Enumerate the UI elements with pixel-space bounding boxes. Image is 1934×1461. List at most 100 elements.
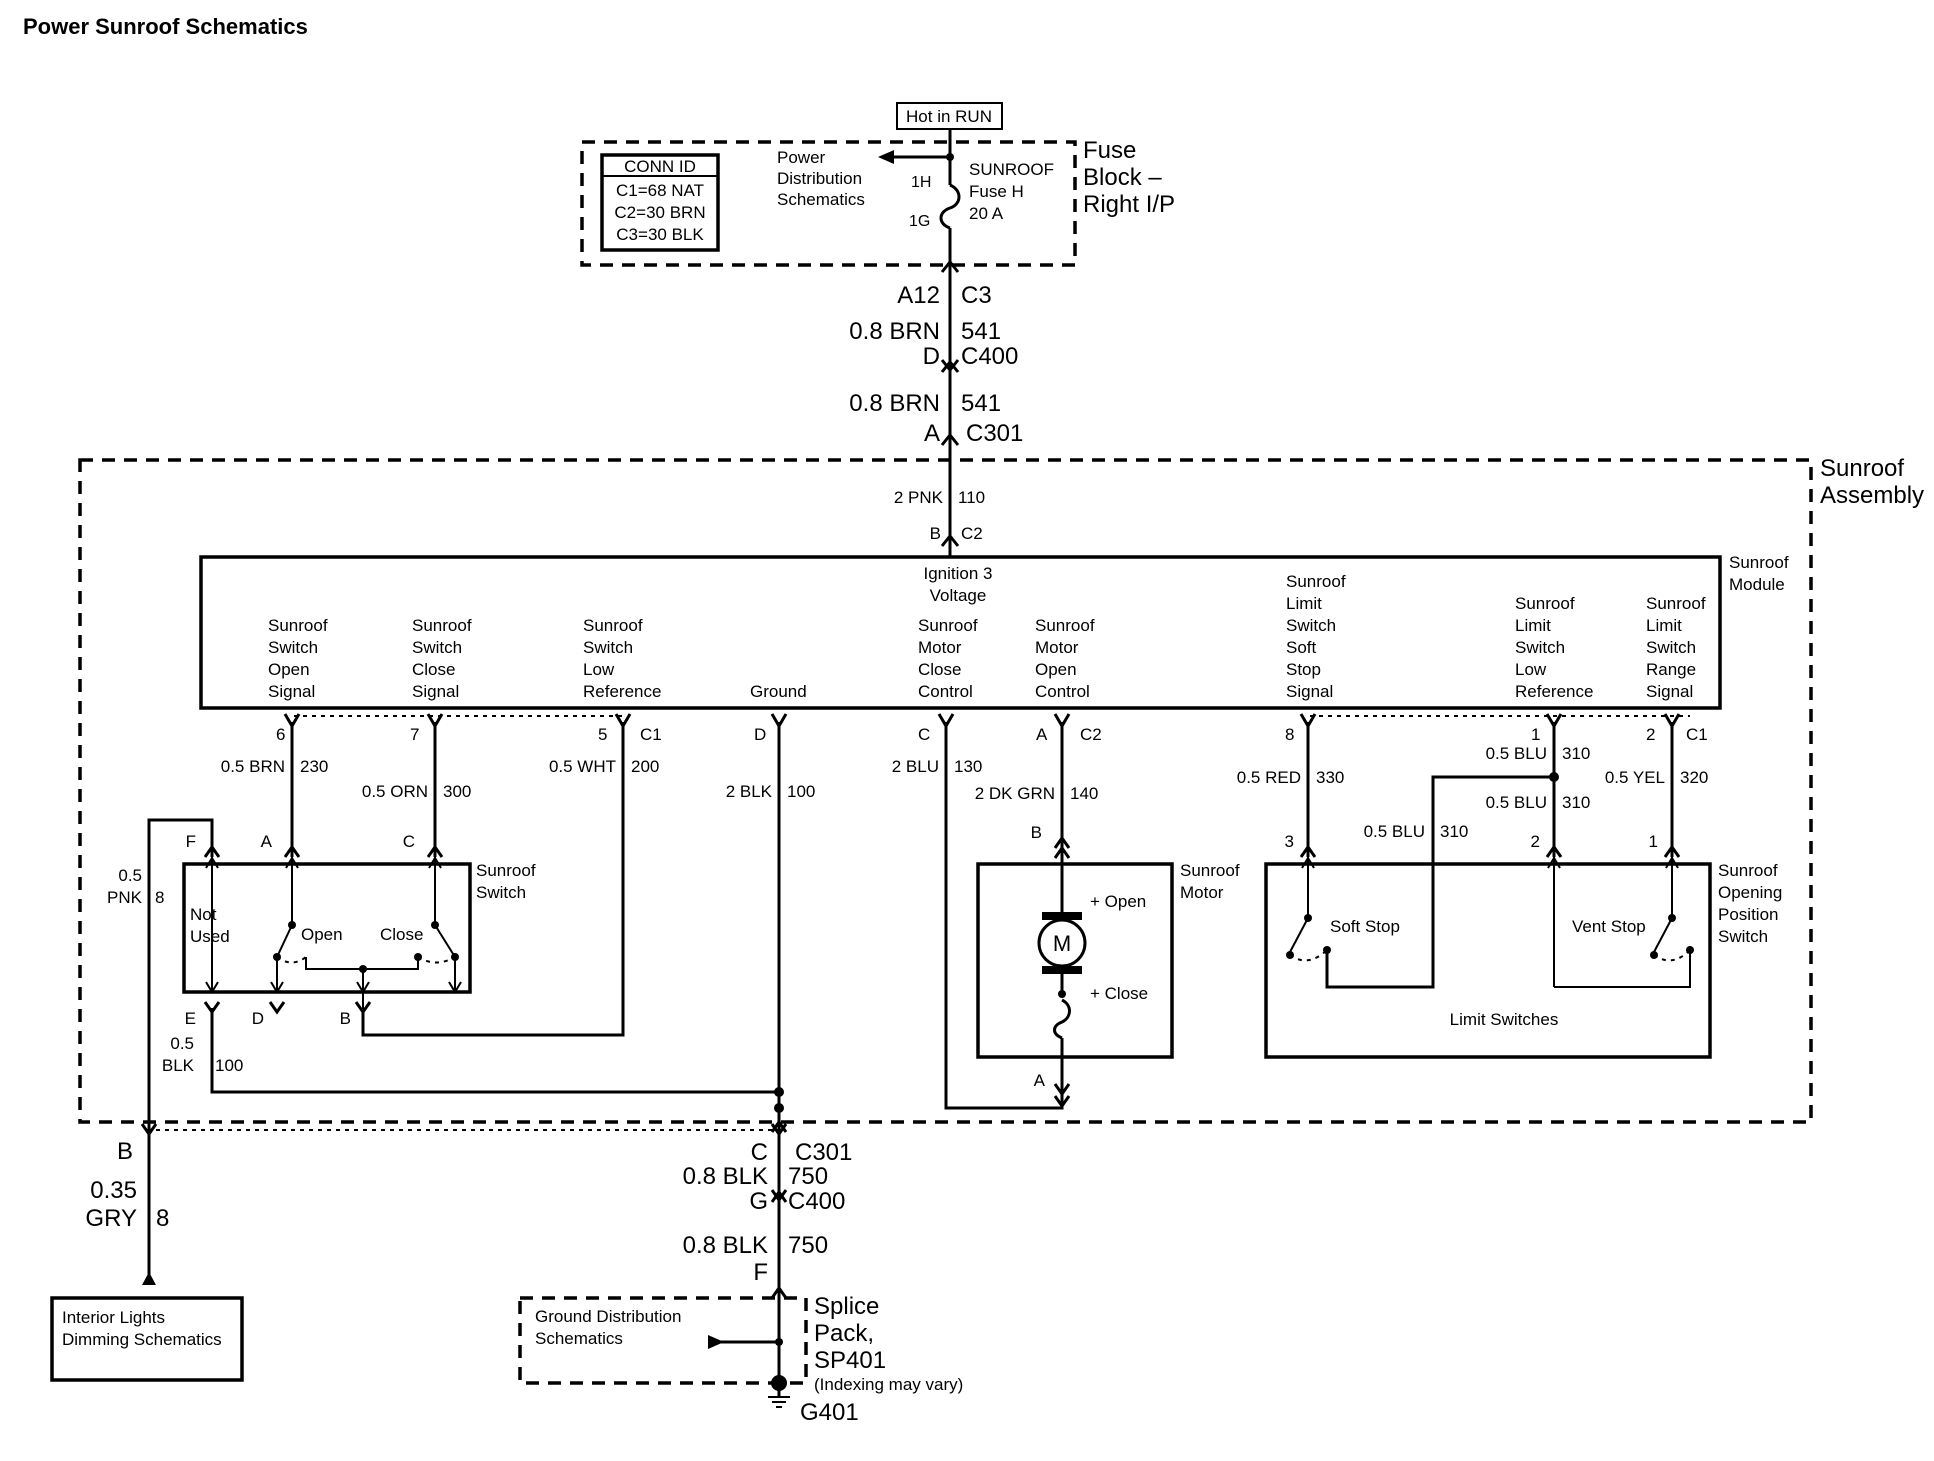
conn-id-row: C3=30 BLK bbox=[616, 225, 704, 244]
terminal-label: Motor bbox=[918, 638, 962, 657]
sunroof-switch-box bbox=[182, 862, 472, 994]
wire-circuit: 310 bbox=[1562, 744, 1590, 763]
conn-c1-right: C1 bbox=[1686, 725, 1708, 744]
ignition-label: Ignition 3 bbox=[924, 564, 993, 583]
wire-size: 2 BLU bbox=[892, 757, 939, 776]
wire-100-switch-ground bbox=[210, 1008, 779, 1094]
c3-pin: A12 bbox=[897, 282, 940, 309]
terminal-label: Control bbox=[918, 682, 973, 701]
not-used-label: Used bbox=[190, 927, 230, 946]
arrow-up-icon bbox=[1301, 856, 1315, 869]
terminal-label: Switch bbox=[1515, 638, 1565, 657]
motor-close-label: + Close bbox=[1090, 984, 1148, 1003]
terminal-range-signal: Sunroof Limit Switch Range Signal bbox=[1646, 594, 1706, 701]
wire-size: 2 BLK bbox=[726, 782, 773, 801]
ign-pin: B bbox=[930, 524, 941, 543]
wire-size: 0.5 YEL bbox=[1605, 768, 1665, 787]
c301-conn: C301 bbox=[966, 420, 1023, 447]
wire-size: 0.8 BRN bbox=[849, 390, 940, 417]
splice-pin-f: F bbox=[753, 1259, 768, 1286]
connector-arrow-icon bbox=[426, 844, 444, 858]
connector-arrow-icon bbox=[354, 1001, 372, 1015]
vent-stop-blade bbox=[1653, 917, 1673, 953]
terminal-label: Control bbox=[1035, 682, 1090, 701]
terminal-motor-open: Sunroof Motor Open Control bbox=[1035, 616, 1095, 701]
blk-circuit: 100 bbox=[215, 1056, 243, 1075]
terminal-label: Sunroof bbox=[412, 616, 472, 635]
ground-label: G401 bbox=[800, 1399, 859, 1426]
arrow-up-icon bbox=[1665, 856, 1679, 869]
switch-pin-a: A bbox=[261, 832, 273, 851]
arrow-up-icon bbox=[142, 1272, 156, 1285]
motor-contact bbox=[1058, 990, 1066, 998]
wire-circuit: 130 bbox=[954, 757, 982, 776]
module-label: Module bbox=[1729, 575, 1785, 594]
connector-arrow-icon bbox=[770, 1285, 788, 1299]
connector-arrow-icon bbox=[1053, 1095, 1071, 1109]
limit-pin-3: 3 bbox=[1285, 832, 1294, 851]
terminal-label: Reference bbox=[1515, 682, 1593, 701]
sunroof-module-box bbox=[199, 555, 1722, 710]
connector-arrow-icon bbox=[770, 1189, 788, 1203]
wire-size: 0.5 BLU bbox=[1486, 744, 1547, 763]
bottom-c400-conn: C400 bbox=[788, 1188, 845, 1215]
wire-circuit: 300 bbox=[443, 782, 471, 801]
conn-c1-left: C1 bbox=[640, 725, 662, 744]
pin-7: 7 bbox=[410, 725, 419, 744]
terminal-label: Limit bbox=[1515, 616, 1551, 635]
blk-size: 0.5 bbox=[170, 1034, 194, 1053]
pnk-size: 0.5 bbox=[118, 866, 142, 885]
c3-conn: C3 bbox=[961, 282, 992, 309]
gry-size: GRY bbox=[85, 1205, 137, 1232]
pin-d: D bbox=[754, 725, 766, 744]
gry-size: 0.35 bbox=[90, 1177, 137, 1204]
terminal-label: Range bbox=[1646, 660, 1696, 679]
wire-size: 2 DK GRN bbox=[975, 784, 1055, 803]
soft-stop-blade bbox=[1289, 917, 1309, 953]
wire-circuit: 310 bbox=[1440, 822, 1468, 841]
connector-arrow-icon bbox=[770, 1119, 788, 1133]
splice-dot bbox=[775, 1338, 783, 1346]
switch-link bbox=[1289, 949, 1328, 962]
terminal-label: Signal bbox=[1286, 682, 1333, 701]
arrow-down-icon bbox=[356, 981, 370, 994]
switch-link bbox=[1653, 949, 1691, 962]
switch-pin-e: E bbox=[185, 1009, 196, 1028]
switch-blade-open bbox=[276, 924, 293, 958]
interior-lights-label: Interior Lights bbox=[62, 1308, 165, 1327]
splice-label: Pack, bbox=[814, 1320, 874, 1347]
fuse-block-label-1: Fuse bbox=[1083, 137, 1136, 164]
pin-6: 6 bbox=[276, 725, 285, 744]
wire-circuit: 310 bbox=[1562, 793, 1590, 812]
connector-arrow-icon bbox=[1299, 844, 1317, 858]
bottom-c301-conn: C301 bbox=[795, 1139, 852, 1166]
switch-pin-f: F bbox=[186, 832, 196, 851]
motor-pin-b: B bbox=[1031, 823, 1042, 842]
conn-id-row: C2=30 BRN bbox=[614, 203, 705, 222]
terminal-close-signal: Sunroof Switch Close Signal bbox=[412, 616, 472, 701]
motor-letter: M bbox=[1053, 931, 1071, 956]
terminal-motor-close: Sunroof Motor Close Control bbox=[918, 616, 978, 701]
arrow-up-icon bbox=[205, 856, 219, 869]
wire-size: 0.5 BLU bbox=[1364, 822, 1425, 841]
gry-circuit: 8 bbox=[156, 1205, 169, 1232]
terminal-ground: Ground bbox=[750, 682, 807, 701]
connector-arrow-icon bbox=[1053, 1083, 1071, 1097]
limit-pin-2: 2 bbox=[1531, 832, 1540, 851]
splice-label: SP401 bbox=[814, 1347, 886, 1374]
terminal-label: Low bbox=[1515, 660, 1547, 679]
pin-1: 1 bbox=[1531, 725, 1540, 744]
terminal-label: Limit bbox=[1286, 594, 1322, 613]
terminal-label: Motor bbox=[1035, 638, 1079, 657]
terminal-open-signal: Sunroof Switch Open Signal bbox=[268, 616, 328, 701]
switch-close-label: Close bbox=[380, 925, 423, 944]
terminal-label: Reference bbox=[583, 682, 661, 701]
ignition-label: Voltage bbox=[930, 586, 987, 605]
motor-brush bbox=[1042, 912, 1082, 920]
bottom-b-pin: B bbox=[117, 1138, 133, 1165]
switch-pin-b: B bbox=[340, 1009, 351, 1028]
pin-c: C bbox=[918, 725, 930, 744]
connector-arrow-icon bbox=[940, 359, 960, 373]
not-used-label: Not bbox=[190, 905, 217, 924]
